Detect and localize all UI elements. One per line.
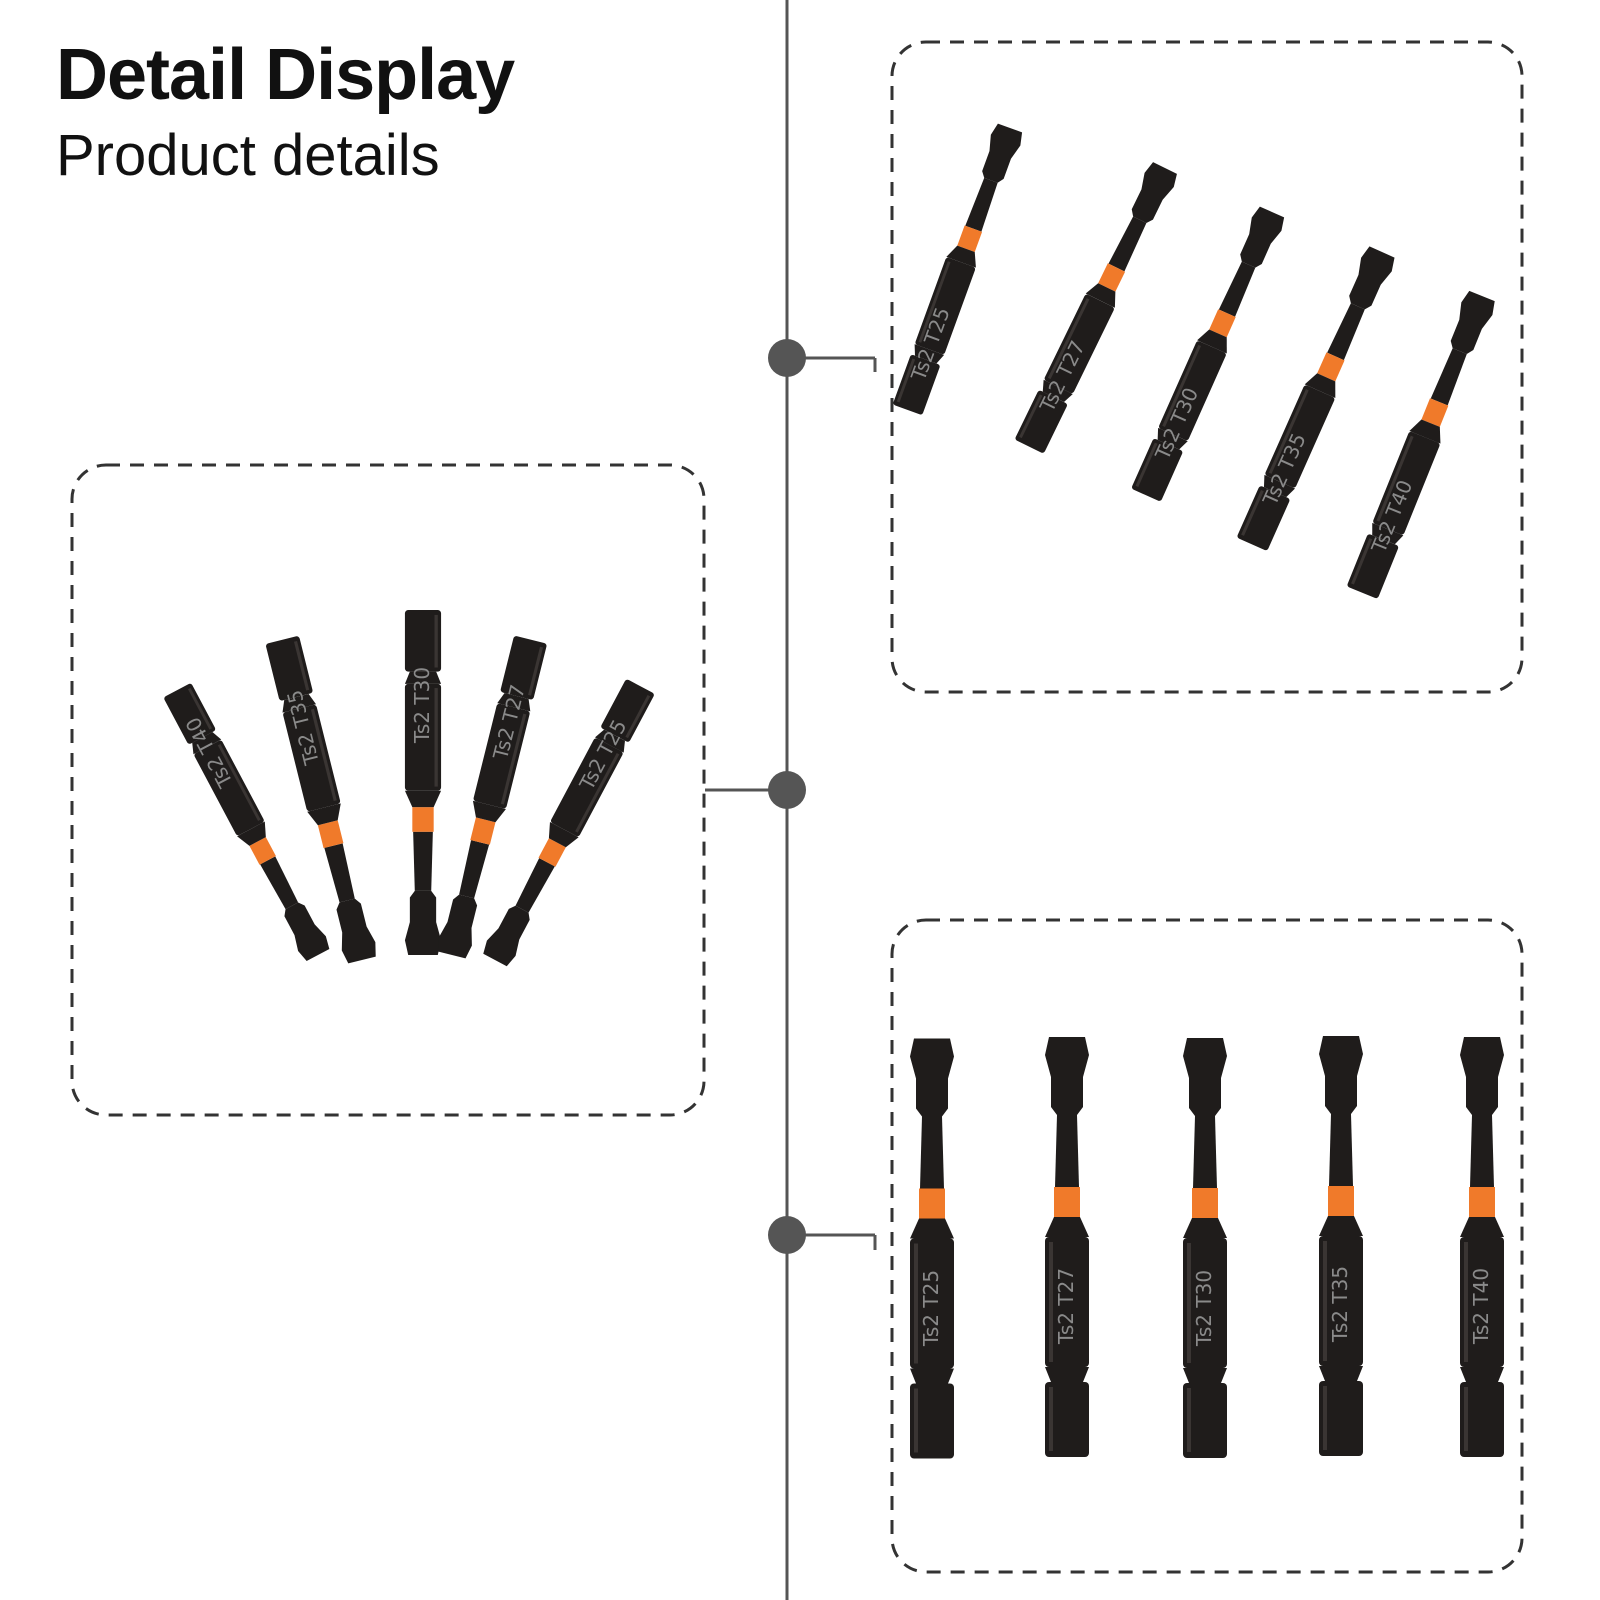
bit: Ts2 T30 — [1131, 205, 1287, 502]
bit: Ts2 T27 — [1014, 160, 1180, 454]
bit-label: Ts2 T25 — [919, 1270, 943, 1347]
timeline-dot — [768, 1216, 806, 1254]
bit: Ts2 T30 — [1183, 1038, 1227, 1458]
connector-top-right — [768, 339, 877, 377]
bit: Ts2 T27 — [435, 635, 548, 960]
bit-set-bottom-right: Ts2 T25 Ts2 T27 Ts2 T30 Ts2 T35 Ts2 T40 — [910, 1036, 1504, 1459]
bit: Ts2 T30 — [404, 610, 442, 955]
bit-label: Ts2 T30 — [1192, 1270, 1216, 1347]
bit: Ts2 T35 — [265, 635, 379, 965]
timeline-dot — [768, 771, 806, 809]
bit: Ts2 T40 — [1346, 289, 1498, 599]
connector-middle-left — [705, 771, 806, 809]
bit: Ts2 T40 — [1460, 1037, 1504, 1457]
bit-label: Ts2 T40 — [1469, 1268, 1493, 1345]
bit: Ts2 T27 — [1045, 1037, 1089, 1457]
bit: Ts2 T25 — [910, 1038, 954, 1459]
bit: Ts2 T35 — [1319, 1036, 1363, 1456]
connector-bottom-right — [768, 1216, 877, 1254]
bit-set-middle-left: Ts2 T40 Ts2 T35 Ts2 T30 Ts2 T27 Ts2 T25 — [163, 610, 655, 968]
bit-label: Ts2 T30 — [410, 667, 434, 744]
bit-label: Ts2 T35 — [1328, 1266, 1352, 1343]
bit: Ts2 T35 — [1236, 245, 1398, 552]
timeline-dot — [768, 339, 806, 377]
bit-label: Ts2 T27 — [1054, 1268, 1078, 1345]
page-subtitle: Product details — [56, 123, 440, 188]
page-title: Detail Display — [56, 35, 515, 115]
bit-set-top-right: Ts2 T25 Ts2 T27 Ts2 T30 Ts2 T35 Ts2 T40 — [892, 122, 1498, 599]
bit: Ts2 T25 — [892, 122, 1025, 416]
panel-middle-left — [70, 463, 706, 1117]
